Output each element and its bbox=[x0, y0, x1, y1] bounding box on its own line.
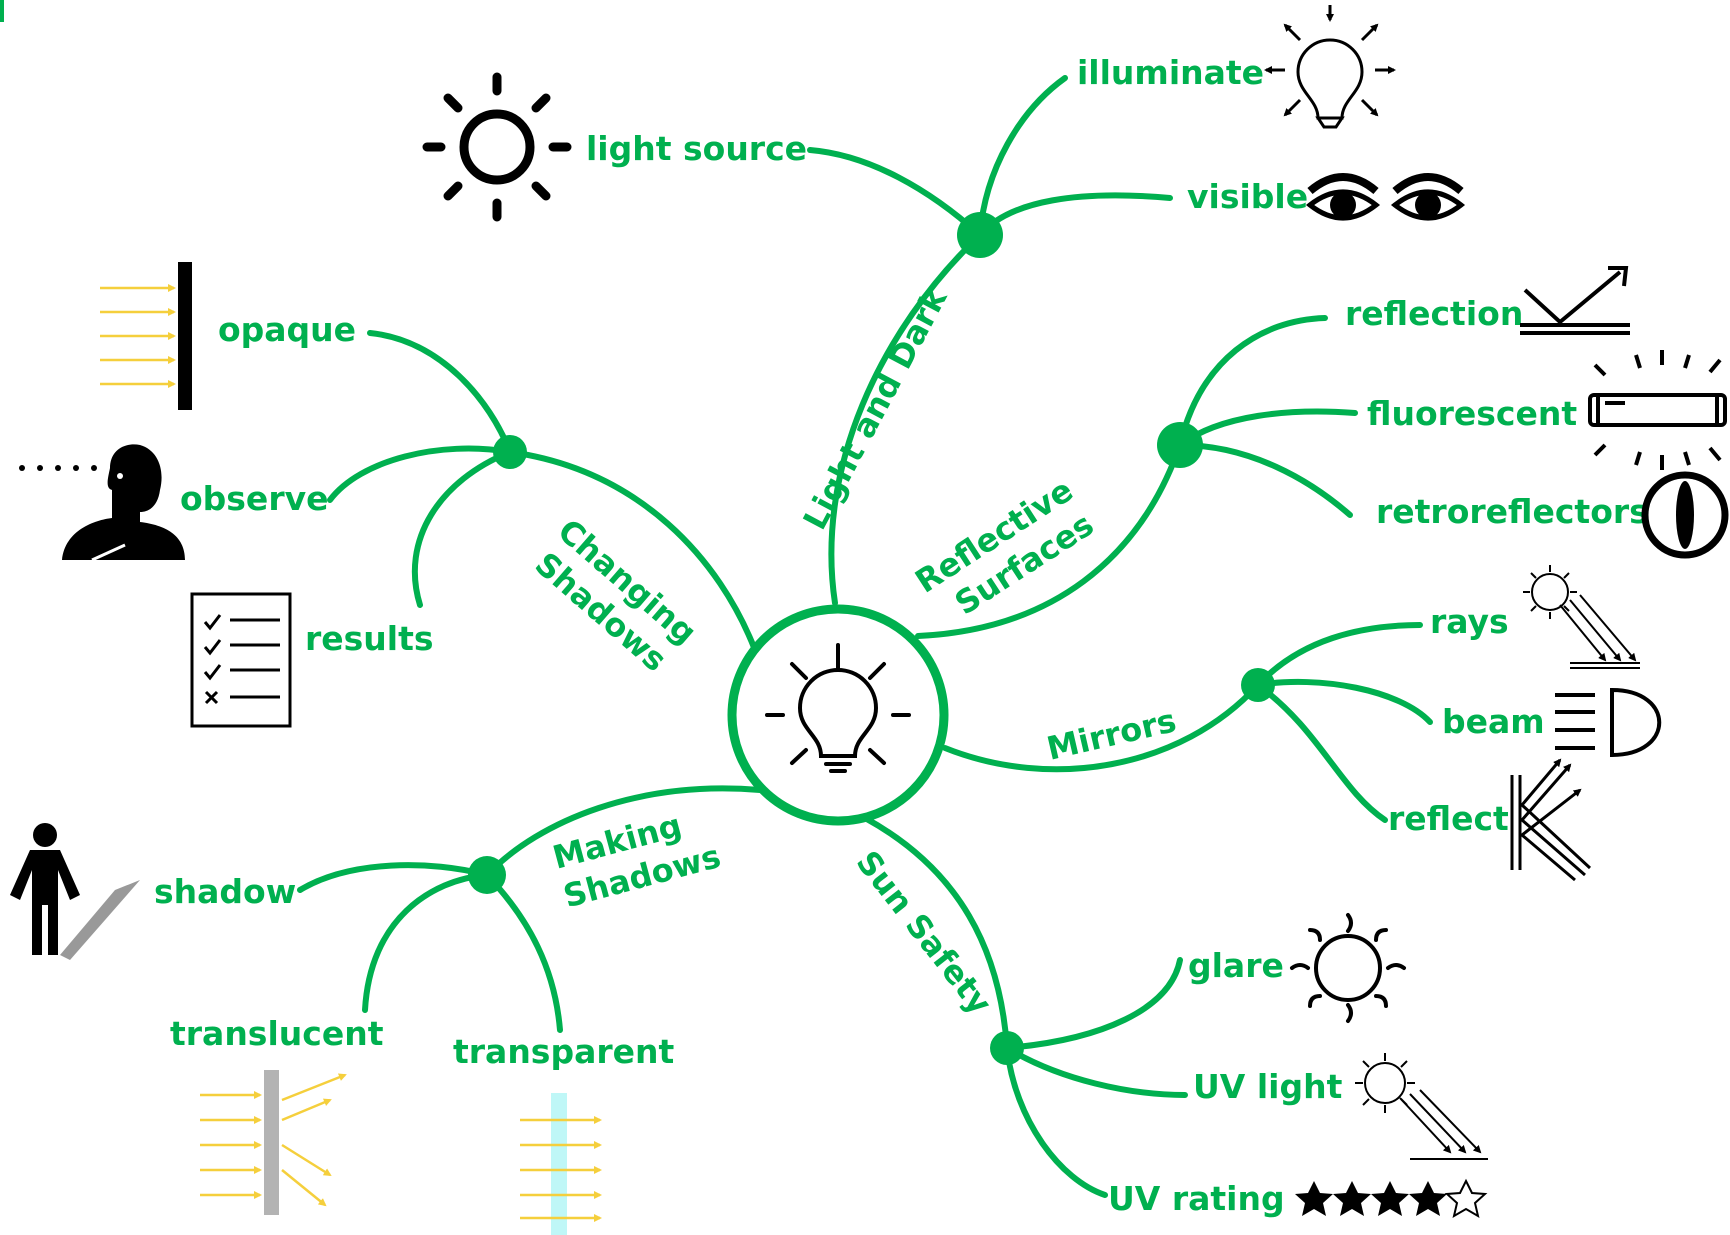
leaf-line-opaque bbox=[367, 330, 513, 455]
branch-label-mirrors: Mirrors bbox=[1043, 701, 1179, 768]
leaf-line-uv-rating bbox=[1004, 1045, 1108, 1198]
leaf-label-translucent: translucent bbox=[170, 1014, 384, 1053]
leaf-label-beam: beam bbox=[1442, 702, 1545, 741]
branch-label-changing-shadows: Changing Shadows bbox=[528, 512, 704, 679]
leaf-label-transparent: transparent bbox=[453, 1032, 674, 1071]
leaf-line-light-source bbox=[807, 147, 983, 238]
hub-reflective-surfaces bbox=[1157, 422, 1203, 468]
leaf-label-shadow: shadow bbox=[154, 872, 296, 911]
leaf-line-reflect bbox=[1255, 682, 1388, 823]
leaf-line-visible bbox=[977, 192, 1173, 238]
hubs bbox=[468, 212, 1275, 1065]
leaf-line-translucent bbox=[362, 872, 490, 1013]
leaf-line-observe bbox=[327, 445, 513, 503]
star-2 bbox=[1333, 1181, 1371, 1216]
leaf-line-illuminate bbox=[977, 75, 1068, 238]
branch-line-light-and-dark bbox=[828, 232, 983, 606]
branch-line-mirrors bbox=[942, 682, 1261, 773]
opaque-wall-icon bbox=[100, 262, 192, 410]
star-4 bbox=[1409, 1181, 1447, 1216]
leaf-line-shadow bbox=[297, 862, 490, 893]
leaf-line-glare bbox=[1004, 957, 1183, 1051]
branch-label-reflective-surfaces: Reflective Surfaces bbox=[908, 471, 1100, 623]
hub-making-shadows bbox=[468, 856, 506, 894]
branch-label-light-and-dark: Light and Dark bbox=[796, 281, 955, 535]
leaf-label-observe: observe bbox=[180, 479, 328, 518]
sun-icon bbox=[422, 72, 572, 222]
uv-sun-icon bbox=[1355, 1053, 1488, 1160]
cat-eye-icon bbox=[1641, 471, 1729, 559]
glare-sun-icon bbox=[1290, 913, 1406, 1023]
branch-line-sun-safety bbox=[862, 815, 1010, 1051]
leaf-line-reflection bbox=[1177, 315, 1328, 448]
star-1 bbox=[1295, 1181, 1333, 1216]
leaf-label-uv-light: UV light bbox=[1193, 1067, 1343, 1106]
mirror-reflect-icon bbox=[1510, 758, 1592, 882]
leaf-line-rays bbox=[1255, 622, 1423, 688]
leaf-label-reflection: reflection bbox=[1345, 294, 1523, 333]
headlight-beam-icon bbox=[1555, 687, 1662, 758]
branch-line-making-shadows bbox=[484, 785, 763, 878]
hub-changing-shadows bbox=[493, 435, 527, 469]
center-node bbox=[727, 604, 949, 826]
leaf-label-uv-rating: UV rating bbox=[1108, 1179, 1285, 1218]
reflection-arrow-icon bbox=[1520, 266, 1630, 335]
observer-icon bbox=[19, 444, 185, 562]
hub-sun-safety bbox=[990, 1031, 1024, 1065]
leaf-label-illuminate: illuminate bbox=[1077, 53, 1264, 92]
leaf-label-retroreflectors: retroreflectors bbox=[1376, 492, 1649, 531]
fluorescent-tube-icon bbox=[1588, 350, 1727, 470]
leaf-line-results bbox=[411, 449, 513, 608]
leaf-line-transparent bbox=[484, 872, 563, 1033]
center-circle bbox=[727, 604, 949, 826]
leaf-label-glare: glare bbox=[1188, 946, 1284, 985]
branch-line-changing-shadows bbox=[507, 449, 758, 653]
leaf-label-reflect: reflect bbox=[1388, 799, 1509, 838]
connectors bbox=[297, 75, 1433, 1198]
leaf-label-light-source: light source bbox=[586, 129, 807, 168]
leaf-label-visible: visible bbox=[1187, 177, 1308, 216]
lightbulb-icon bbox=[765, 643, 911, 773]
star-rating-icon bbox=[1295, 1178, 1488, 1219]
person-shadow-icon bbox=[10, 823, 140, 960]
star-5 bbox=[1444, 1178, 1488, 1219]
transparent-panel-icon bbox=[520, 1093, 602, 1235]
leaf-line-beam bbox=[1255, 678, 1433, 725]
eyes-icon bbox=[1305, 173, 1466, 221]
hub-mirrors bbox=[1241, 668, 1275, 702]
lightbulb-rays-icon bbox=[1264, 5, 1396, 129]
leaf-line-uv-light bbox=[1004, 1045, 1188, 1098]
translucent-panel-icon bbox=[200, 1070, 347, 1215]
leaf-label-opaque: opaque bbox=[218, 310, 356, 349]
sun-rays-icon bbox=[1523, 565, 1640, 669]
corner-mark bbox=[0, 0, 4, 22]
leaf-label-results: results bbox=[305, 619, 434, 658]
hub-light-and-dark bbox=[957, 212, 1003, 258]
checklist-icon bbox=[190, 592, 292, 728]
leaf-line-retroreflectors bbox=[1177, 442, 1353, 518]
leaf-label-fluorescent: fluorescent bbox=[1367, 394, 1577, 433]
branch-line-reflective-surfaces bbox=[915, 442, 1183, 639]
star-3 bbox=[1371, 1181, 1409, 1216]
leaf-label-rays: rays bbox=[1430, 602, 1509, 641]
leaf-line-fluorescent bbox=[1177, 408, 1358, 448]
